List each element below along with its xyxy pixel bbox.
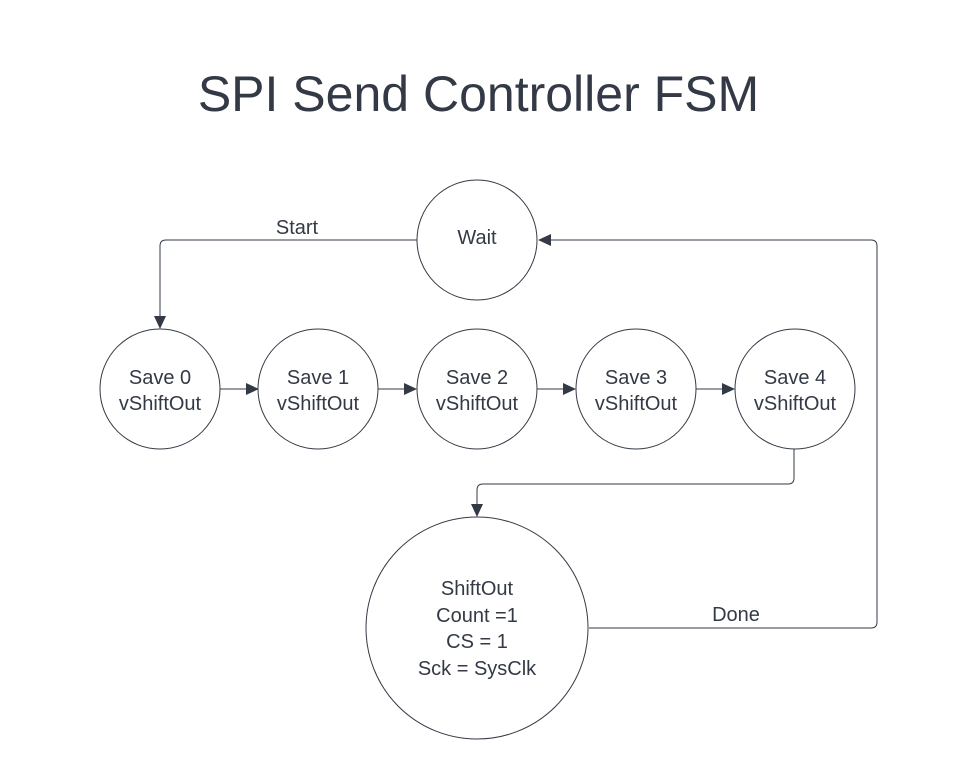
- edge-done: [551, 239, 878, 629]
- state-shiftout-line4: Sck = SysClk: [418, 658, 537, 680]
- transition-label-done: Done: [712, 604, 760, 626]
- state-save2-line2: vShiftOut: [436, 393, 519, 415]
- state-save0: Save 0 vShiftOut: [99, 328, 221, 450]
- arrowhead-save1-save2: [404, 383, 417, 395]
- state-save4: Save 4 vShiftOut: [734, 328, 856, 450]
- state-wait: Wait: [416, 179, 538, 301]
- arrowhead-done: [538, 234, 551, 246]
- arrowhead-save3-save4: [722, 383, 735, 395]
- edge-start: [159, 239, 417, 316]
- state-save3-circle: [575, 328, 697, 450]
- state-save3: Save 3 vShiftOut: [575, 328, 697, 450]
- state-wait-label: Wait: [457, 227, 497, 249]
- state-wait-circle: [416, 179, 538, 301]
- state-save2-line1: Save 2: [446, 367, 508, 389]
- state-shiftout: ShiftOut Count =1 CS = 1 Sck = SysClk: [365, 516, 589, 740]
- state-save4-line1: Save 4: [764, 367, 826, 389]
- edge-save4-shiftout: [476, 449, 795, 504]
- state-shiftout-circle: [365, 516, 589, 740]
- state-save2-circle: [416, 328, 538, 450]
- state-save0-line1: Save 0: [129, 367, 191, 389]
- state-save3-line2: vShiftOut: [595, 393, 678, 415]
- state-shiftout-line3: CS = 1: [446, 631, 508, 653]
- state-save1-line2: vShiftOut: [277, 393, 360, 415]
- arrowhead-start: [154, 316, 166, 329]
- state-shiftout-line2: Count =1: [436, 605, 518, 627]
- arrowhead-save2-save3: [563, 383, 576, 395]
- transition-label-start: Start: [276, 217, 319, 239]
- state-save1: Save 1 vShiftOut: [257, 328, 379, 450]
- state-save4-line2: vShiftOut: [754, 393, 837, 415]
- state-save0-line2: vShiftOut: [119, 393, 202, 415]
- state-save2: Save 2 vShiftOut: [416, 328, 538, 450]
- state-save1-circle: [257, 328, 379, 450]
- state-save1-line1: Save 1: [287, 367, 349, 389]
- state-shiftout-line1: ShiftOut: [441, 578, 514, 600]
- arrowhead-save0-save1: [246, 383, 259, 395]
- state-save0-circle: [99, 328, 221, 450]
- arrowhead-save4-shiftout: [471, 504, 483, 517]
- state-save3-line1: Save 3: [605, 367, 667, 389]
- diagram-title: SPI Send Controller FSM: [197, 66, 760, 122]
- state-save4-circle: [734, 328, 856, 450]
